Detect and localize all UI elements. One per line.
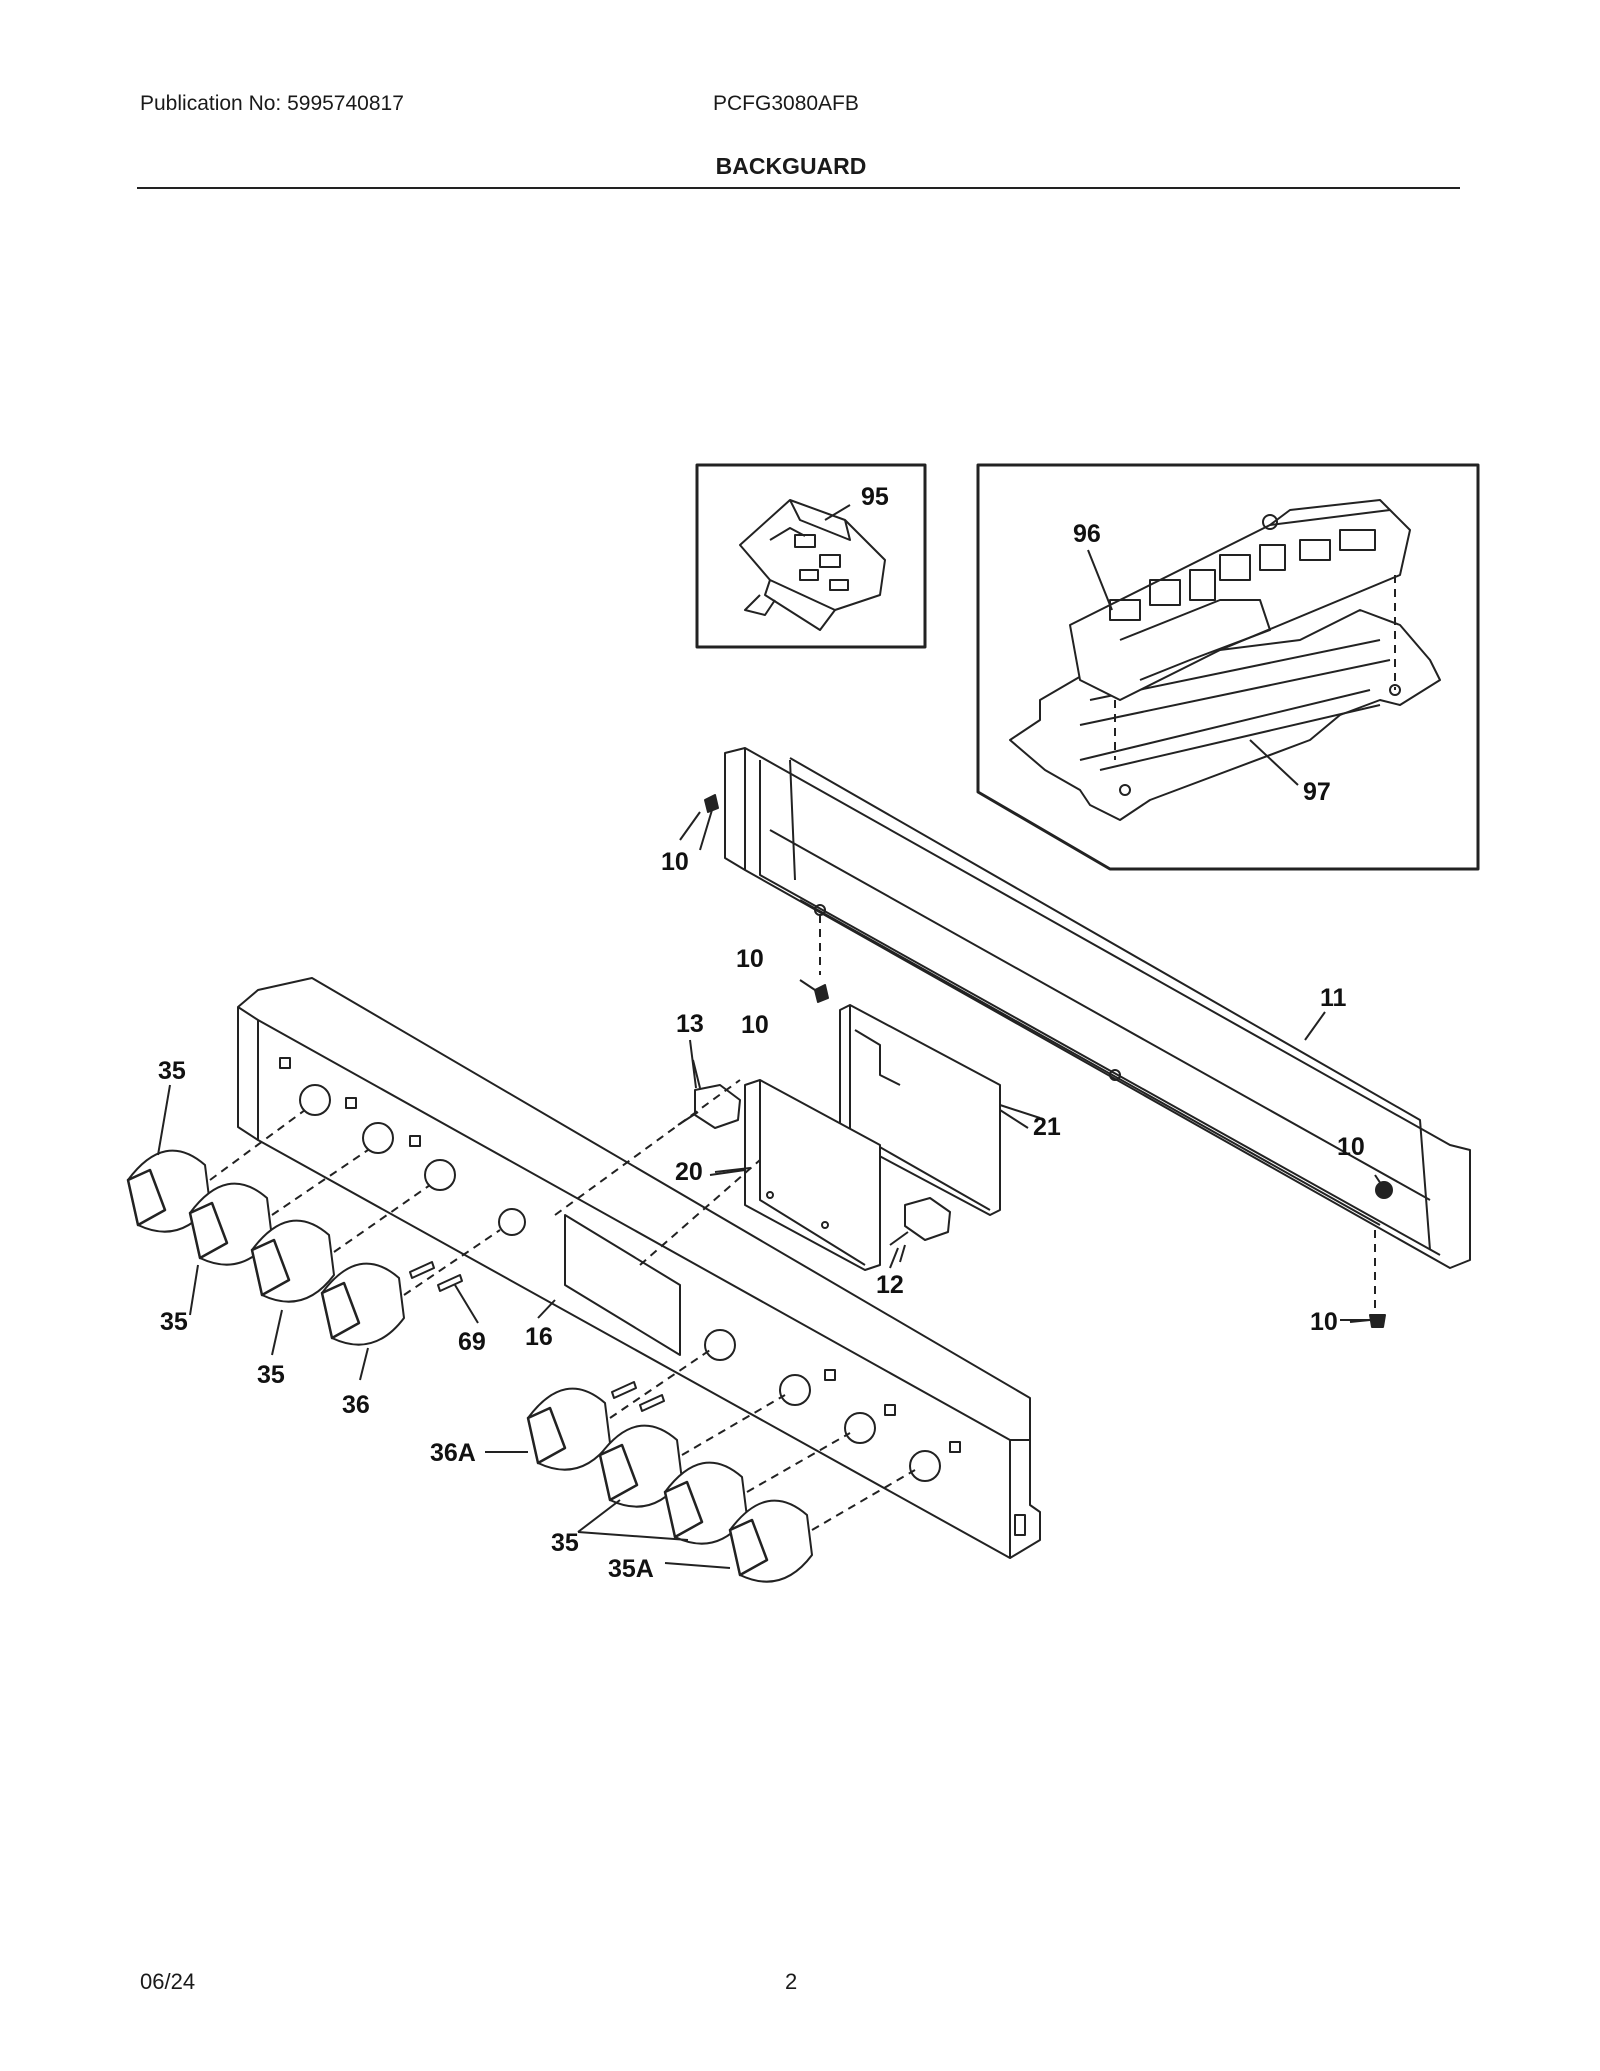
part-20-ui-board: [709, 1079, 881, 1271]
leader-16: [537, 1299, 556, 1319]
part-96-control-board: [1069, 499, 1411, 760]
callout-97: 97: [1303, 778, 1331, 806]
callout-20: 20: [675, 1158, 703, 1186]
callout-35-d: 35: [551, 1529, 579, 1557]
knob-35-2: [188, 1149, 369, 1266]
callout-35A: 35A: [608, 1555, 654, 1583]
leader-12: [889, 1247, 899, 1269]
knob-36A: [526, 1349, 711, 1471]
part-12-switch: [889, 1197, 951, 1263]
screw-69-d: [639, 1394, 665, 1412]
callout-10-b: 10: [736, 945, 764, 973]
screw-10-b: [799, 979, 829, 1003]
leader-35-c: [271, 1309, 283, 1356]
inset-box-96-97: [976, 463, 1480, 871]
knob-36: [320, 1229, 501, 1346]
leader-36: [359, 1347, 369, 1381]
leader-35-top: [157, 1084, 171, 1156]
callout-10-e: 10: [1310, 1308, 1338, 1336]
callout-36A: 36A: [430, 1439, 476, 1467]
callout-35-a: 35: [158, 1057, 186, 1085]
leader-20: [714, 1167, 751, 1173]
knob-35-4: [598, 1394, 786, 1508]
leader-21: [999, 1109, 1029, 1129]
screw-10-d: [1374, 1174, 1393, 1199]
leader-11: [1304, 1011, 1326, 1041]
screw-10-a: [699, 794, 719, 851]
page-number: 2: [785, 1969, 798, 1994]
knob-35-3: [250, 1184, 431, 1303]
callout-10-c: 10: [741, 1011, 769, 1039]
header-divider: [137, 187, 1460, 189]
callout-36: 36: [342, 1391, 370, 1419]
leader-35A: [664, 1562, 731, 1569]
callout-12: 12: [876, 1271, 904, 1299]
screw-69-a: [409, 1261, 435, 1279]
knob-35A: [728, 1469, 916, 1583]
leader-13: [689, 1039, 697, 1089]
part-16-control-panel: [237, 977, 1041, 1559]
part-95-socket: [739, 499, 886, 631]
callout-13: 13: [676, 1010, 704, 1038]
callout-16: 16: [525, 1323, 553, 1351]
inset-box-95: [695, 463, 927, 649]
page-title-text: BACKGUARD: [715, 153, 867, 179]
callout-10-a: 10: [661, 848, 689, 876]
callout-10-d: 10: [1337, 1133, 1365, 1161]
knob-35-5: [663, 1432, 851, 1545]
callout-21: 21: [1033, 1113, 1061, 1141]
callout-35-b: 35: [160, 1308, 188, 1336]
part-13-switch: [677, 1059, 741, 1129]
leader-69: [454, 1284, 479, 1324]
leader-35-b: [189, 1264, 199, 1316]
publication-number: Publication No: 5995740817: [140, 92, 404, 115]
leader-10a: [679, 811, 701, 841]
page-title: BACKGUARD: [0, 153, 1600, 180]
screw-69-b: [437, 1274, 463, 1292]
leader-10e: [1349, 1319, 1371, 1323]
leader-35-d: [577, 1499, 689, 1541]
publication-date: 06/24: [140, 1969, 196, 1994]
callout-69: 69: [458, 1328, 486, 1356]
leader-96: [1087, 549, 1113, 611]
leader-95: [824, 504, 851, 521]
screw-69-c: [611, 1381, 637, 1399]
callout-35-c: 35: [257, 1361, 285, 1389]
model-number: PCFG3080AFB: [713, 92, 859, 115]
callout-95: 95: [861, 483, 889, 511]
callout-96: 96: [1073, 520, 1101, 548]
leader-97: [1249, 739, 1299, 786]
part-11-rear-panel: [724, 747, 1471, 1315]
knob-35-1: [126, 1109, 306, 1233]
callout-11: 11: [1320, 984, 1347, 1012]
